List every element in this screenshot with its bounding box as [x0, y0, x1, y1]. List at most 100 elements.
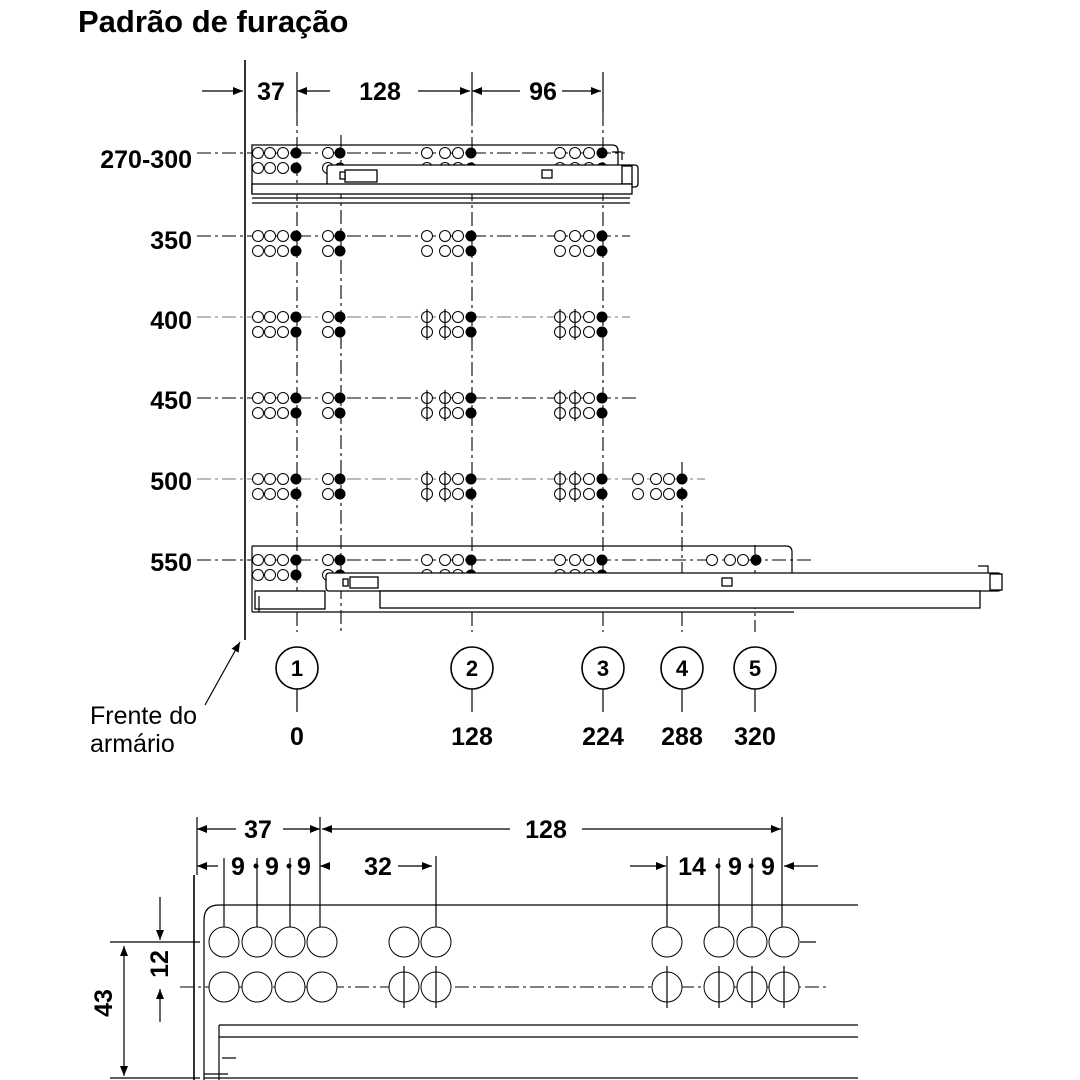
- hole: [277, 245, 289, 257]
- hole: [439, 554, 451, 566]
- hole: [554, 147, 566, 159]
- position-number-2: 2: [466, 656, 478, 681]
- page-title: Padrão de furação: [78, 4, 348, 39]
- hole: [632, 473, 644, 485]
- hole-marked: [676, 473, 688, 485]
- detail-dim-9e: 9: [761, 853, 775, 881]
- hole: [632, 488, 644, 500]
- hole: [583, 407, 595, 419]
- hole-marked: [290, 569, 302, 581]
- hole: [264, 392, 276, 404]
- top-dimension-chain: 37 128 96: [202, 72, 604, 112]
- front-label-line1: Frente do: [90, 702, 197, 730]
- hole-marked: [465, 473, 477, 485]
- hole-marked: [596, 326, 608, 338]
- hole: [277, 326, 289, 338]
- hole: [421, 147, 433, 159]
- detail-hole: [274, 971, 306, 1003]
- hole: [264, 473, 276, 485]
- detail-hole: [736, 926, 768, 958]
- row-label-350: 350: [150, 227, 192, 255]
- hole: [452, 326, 464, 338]
- hole: [583, 245, 595, 257]
- detail-view: 37 128 9 9 9 32 14 9 9 12 43: [90, 816, 858, 1080]
- hole: [650, 488, 662, 500]
- hole-marked: [290, 147, 302, 159]
- hole: [264, 311, 276, 323]
- hole: [569, 230, 581, 242]
- cabinet-front-annotation: Frente do armário: [90, 641, 241, 758]
- hole-marked: [334, 326, 346, 338]
- detail-dim-9a: 9: [231, 853, 245, 881]
- hole: [322, 473, 334, 485]
- hole: [322, 230, 334, 242]
- hole: [277, 147, 289, 159]
- detail-hole: [306, 971, 338, 1003]
- position-number-3: 3: [597, 656, 609, 681]
- hole: [277, 230, 289, 242]
- hole: [252, 162, 264, 174]
- detail-hole: [274, 926, 306, 958]
- detail-hole: [651, 926, 683, 958]
- hole: [252, 473, 264, 485]
- hole: [583, 488, 595, 500]
- hole: [421, 554, 433, 566]
- hole-marked: [465, 245, 477, 257]
- hole: [583, 147, 595, 159]
- hole: [277, 407, 289, 419]
- detail-dim-32: 32: [364, 853, 392, 881]
- hole-marked: [290, 554, 302, 566]
- hole: [569, 245, 581, 257]
- hole: [322, 488, 334, 500]
- hole: [252, 326, 264, 338]
- hole-marked: [750, 554, 762, 566]
- hole-marked: [290, 473, 302, 485]
- hole: [264, 230, 276, 242]
- front-label-line2: armário: [90, 730, 175, 758]
- hole: [277, 569, 289, 581]
- hole: [322, 311, 334, 323]
- hole: [452, 554, 464, 566]
- hole: [264, 569, 276, 581]
- hole-marked: [596, 392, 608, 404]
- detail-hole: [241, 926, 273, 958]
- hole: [264, 488, 276, 500]
- row-label-550: 550: [150, 549, 192, 577]
- hole: [252, 392, 264, 404]
- runner-550: [251, 545, 1003, 613]
- dim-96-label: 96: [529, 78, 557, 106]
- detail-dim-37: 37: [244, 816, 272, 844]
- hole-marked: [290, 407, 302, 419]
- hole-marked: [334, 230, 346, 242]
- hole-marked: [334, 488, 346, 500]
- hole: [322, 147, 334, 159]
- hole: [277, 554, 289, 566]
- detail-dim-128: 128: [525, 816, 567, 844]
- detail-hole: [768, 926, 800, 958]
- detail-dim-9d: 9: [728, 853, 742, 881]
- hole-marked: [334, 311, 346, 323]
- hole-marked: [465, 554, 477, 566]
- hole: [650, 473, 662, 485]
- hole-marked: [596, 245, 608, 257]
- hole: [264, 326, 276, 338]
- hole: [554, 245, 566, 257]
- hole: [322, 554, 334, 566]
- hole: [737, 554, 749, 566]
- dim-128-label: 128: [359, 78, 401, 106]
- hole-marked: [465, 488, 477, 500]
- hole-marked: [596, 473, 608, 485]
- hole-marked: [596, 147, 608, 159]
- hole: [277, 473, 289, 485]
- hole-marked: [334, 473, 346, 485]
- hole: [277, 162, 289, 174]
- hole: [252, 230, 264, 242]
- hole-marked: [334, 245, 346, 257]
- hole: [663, 488, 675, 500]
- hole-marked: [465, 392, 477, 404]
- hole-marked: [290, 162, 302, 174]
- hole: [252, 147, 264, 159]
- hole: [252, 569, 264, 581]
